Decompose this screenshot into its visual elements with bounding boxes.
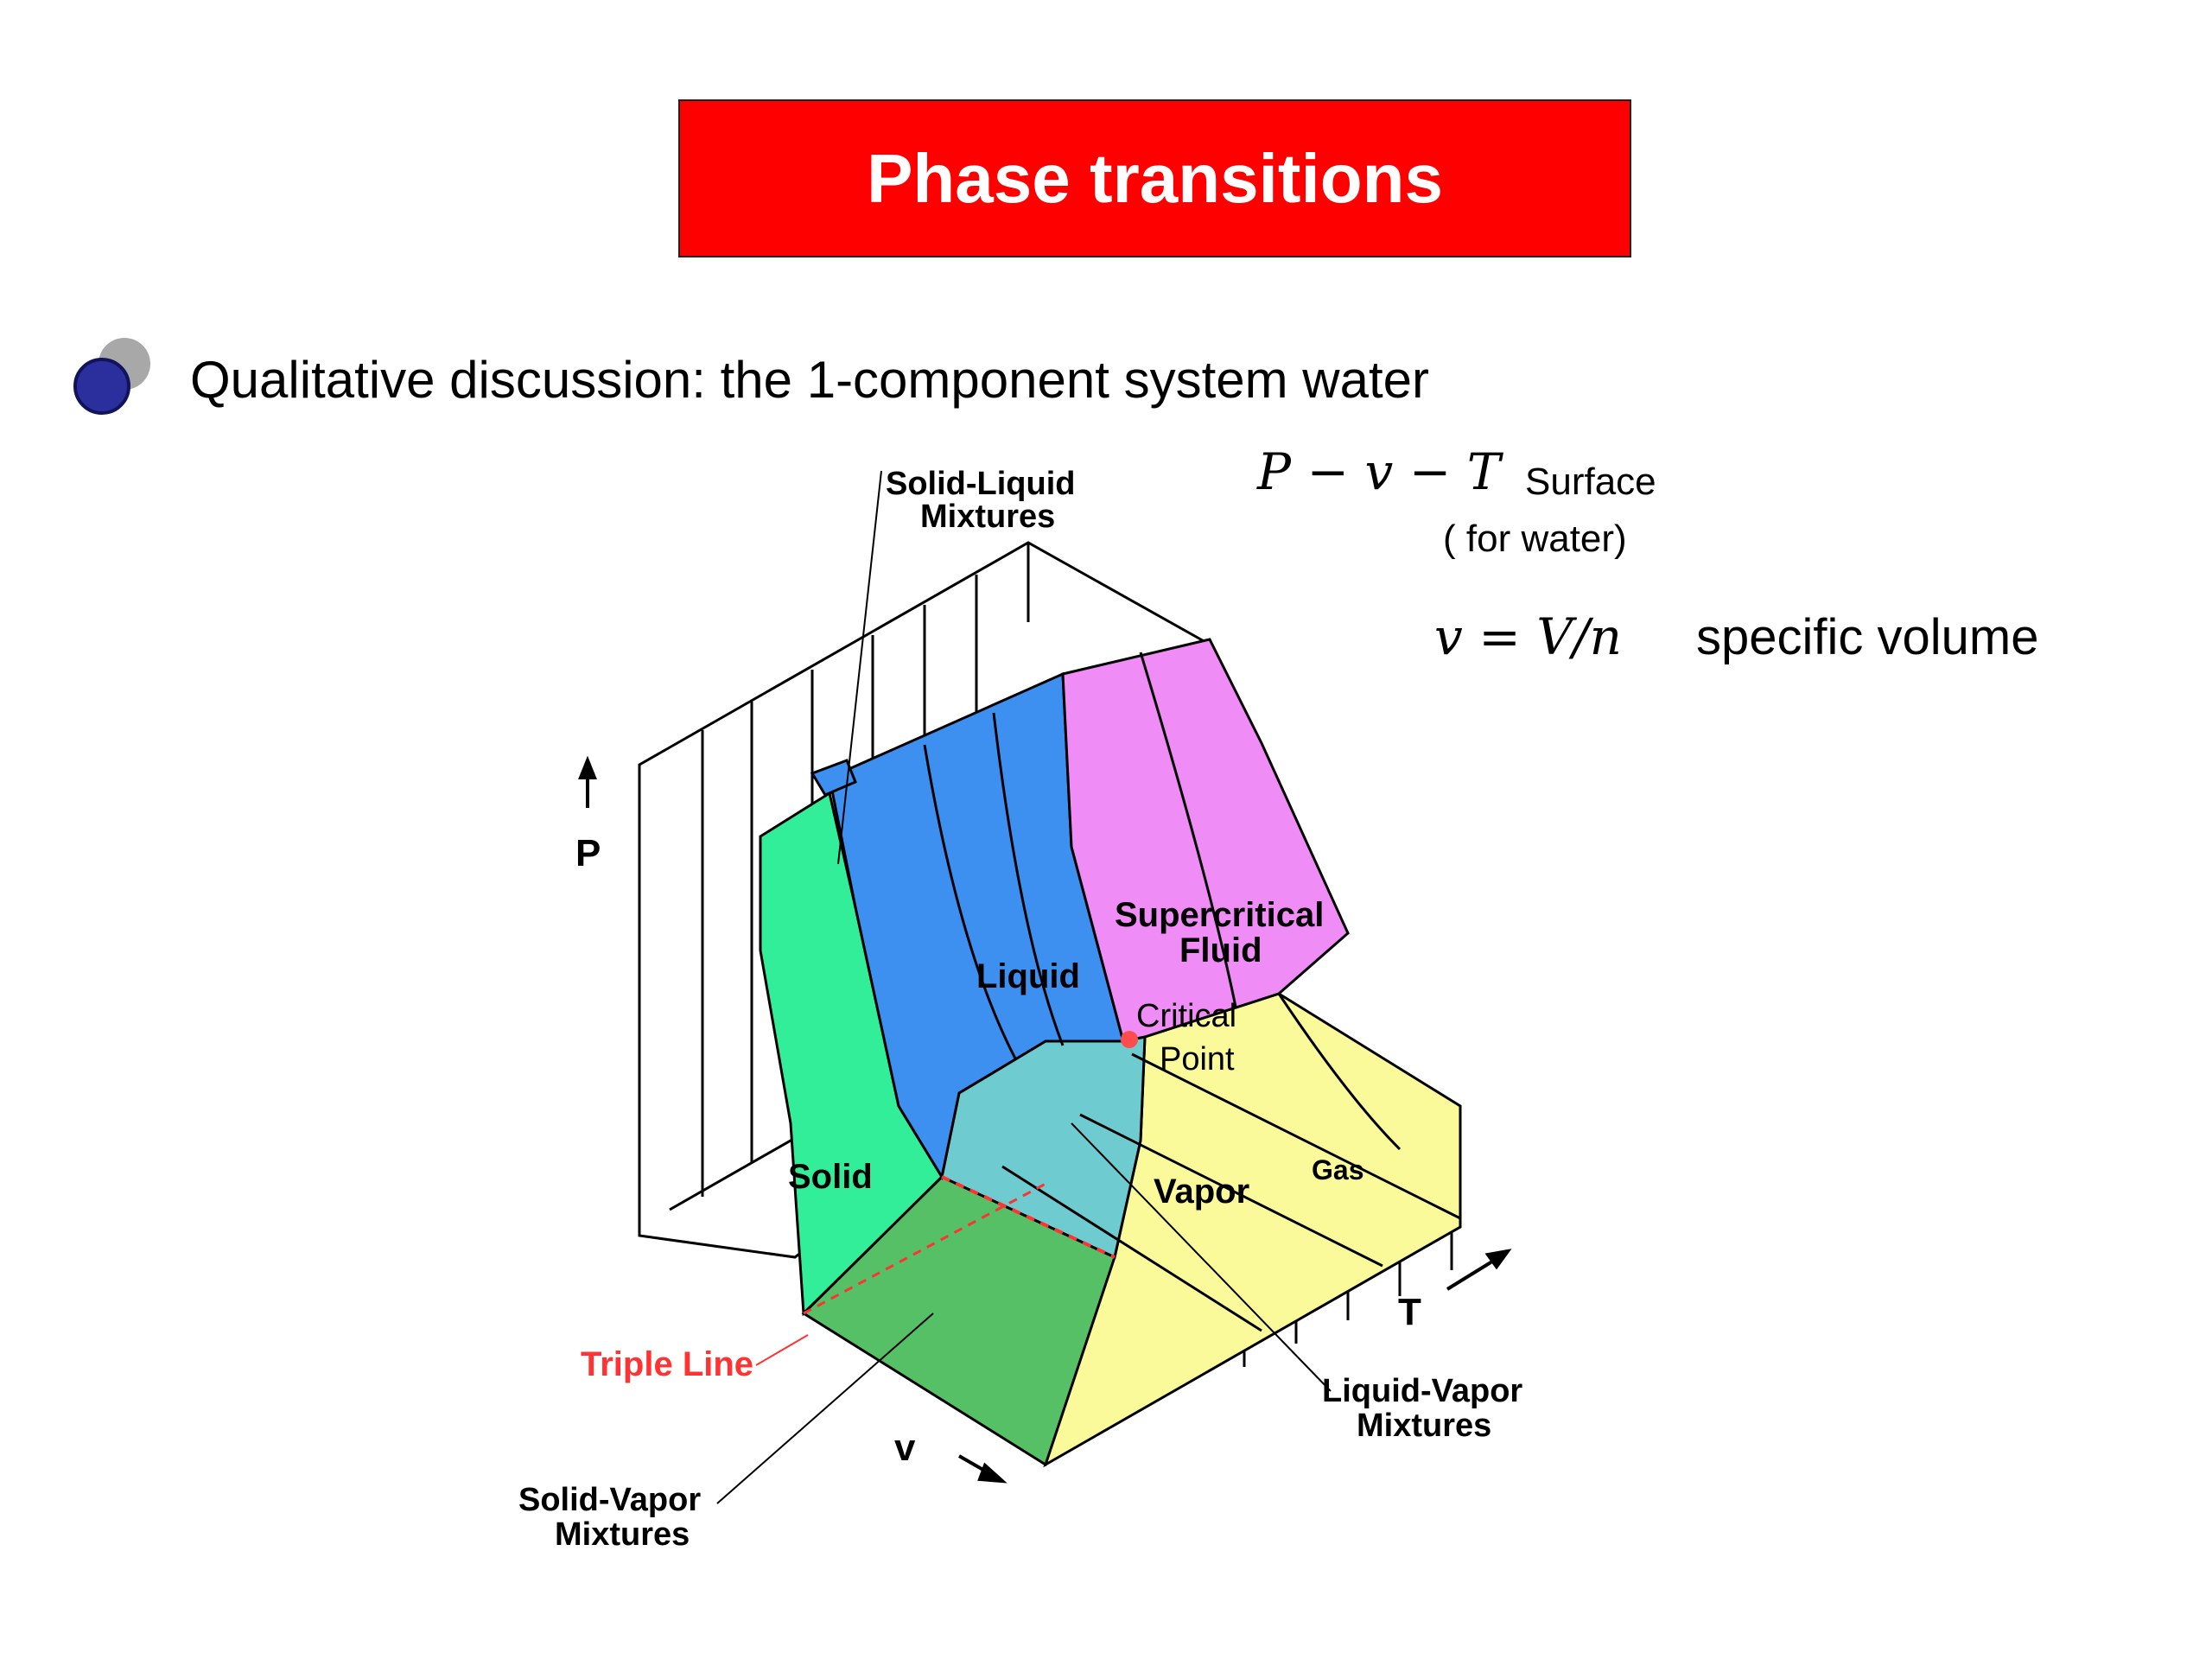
critical-point-callout-line2: Point <box>1160 1041 1235 1077</box>
specific-volume-text: specific volume <box>1696 609 2038 665</box>
pvt-math: P − v − T <box>1256 442 1504 501</box>
axis-p-label: P <box>575 832 601 874</box>
supercritical-label: Supercritical <box>1115 896 1324 934</box>
axis-v-label: v <box>894 1427 916 1469</box>
surface-contours <box>923 652 1461 1332</box>
solid-vapor-callout-line1: Solid-Vapor <box>518 1482 701 1518</box>
bullet-text: Qualitative discussion: the 1-component … <box>190 351 1429 409</box>
liquid-label: Liquid <box>976 957 1080 995</box>
gas-label: Gas <box>1312 1154 1363 1185</box>
axis-t-label: T <box>1398 1291 1421 1333</box>
solid-liquid-notch <box>810 759 857 797</box>
bullet-icon <box>73 338 150 415</box>
fluid-label: Fluid <box>1179 931 1262 969</box>
liquid-vapor-callout-line2: Mixtures <box>1357 1408 1491 1444</box>
solid-liquid-callout-line1: Solid-Liquid <box>886 466 1076 502</box>
triple-line-callout: Triple Line <box>581 1345 753 1383</box>
title-banner: Phase transitions <box>678 99 1631 257</box>
for-water-label: ( for water) <box>1443 518 1627 560</box>
solid-vapor-callout-line2: Mixtures <box>555 1516 690 1553</box>
critical-point <box>1121 1031 1138 1048</box>
liquid-vapor-callout-line1: Liquid-Vapor <box>1322 1373 1522 1409</box>
solid-label: Solid <box>788 1158 873 1196</box>
vapor-label: Vapor <box>1154 1173 1249 1211</box>
axis-arrows <box>578 755 1512 1484</box>
callout-leaders <box>716 470 1332 1504</box>
surface-word: Surface <box>1525 461 1656 503</box>
solid-liquid-callout-line2: Mixtures <box>920 499 1055 535</box>
specific-volume-math: v = V/n <box>1434 607 1622 666</box>
slide-title: Phase transitions <box>867 139 1443 217</box>
critical-point-callout-line1: Critical <box>1136 998 1236 1034</box>
triple-line <box>941 1175 1116 1259</box>
